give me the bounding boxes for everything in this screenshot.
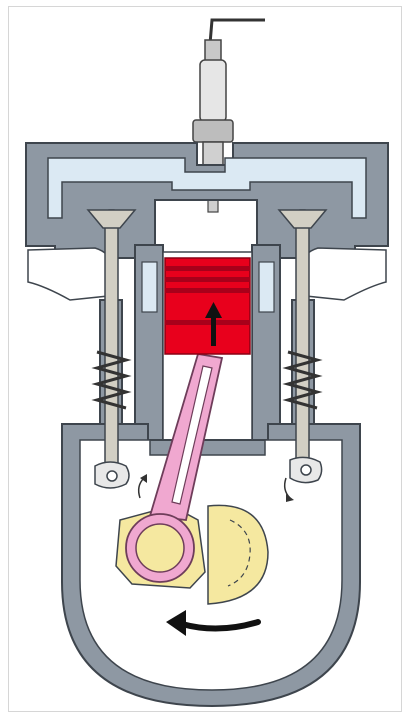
- piston-ring-3: [165, 288, 250, 293]
- piston-ring-2: [165, 277, 250, 282]
- port-window-left: [142, 262, 157, 312]
- exhaust-follower-pin: [301, 465, 311, 475]
- piston-body: [165, 258, 250, 354]
- port-window-right: [259, 262, 274, 312]
- piston-ring-1: [165, 266, 250, 271]
- intake-valve-stem: [105, 210, 118, 475]
- piston: [165, 258, 250, 354]
- piston-arrow-shaft: [211, 316, 216, 346]
- exhaust-valve-stem: [296, 210, 309, 475]
- intake-follower-pin: [107, 471, 117, 481]
- spark-plug-cap: [205, 40, 221, 62]
- spark-plug-insulator: [200, 60, 226, 122]
- crank-pin: [136, 524, 184, 572]
- intake-port: [28, 248, 113, 300]
- piston-skirt-band: [165, 320, 250, 325]
- spark-plug-hex: [193, 120, 233, 142]
- exhaust-port: [300, 248, 386, 300]
